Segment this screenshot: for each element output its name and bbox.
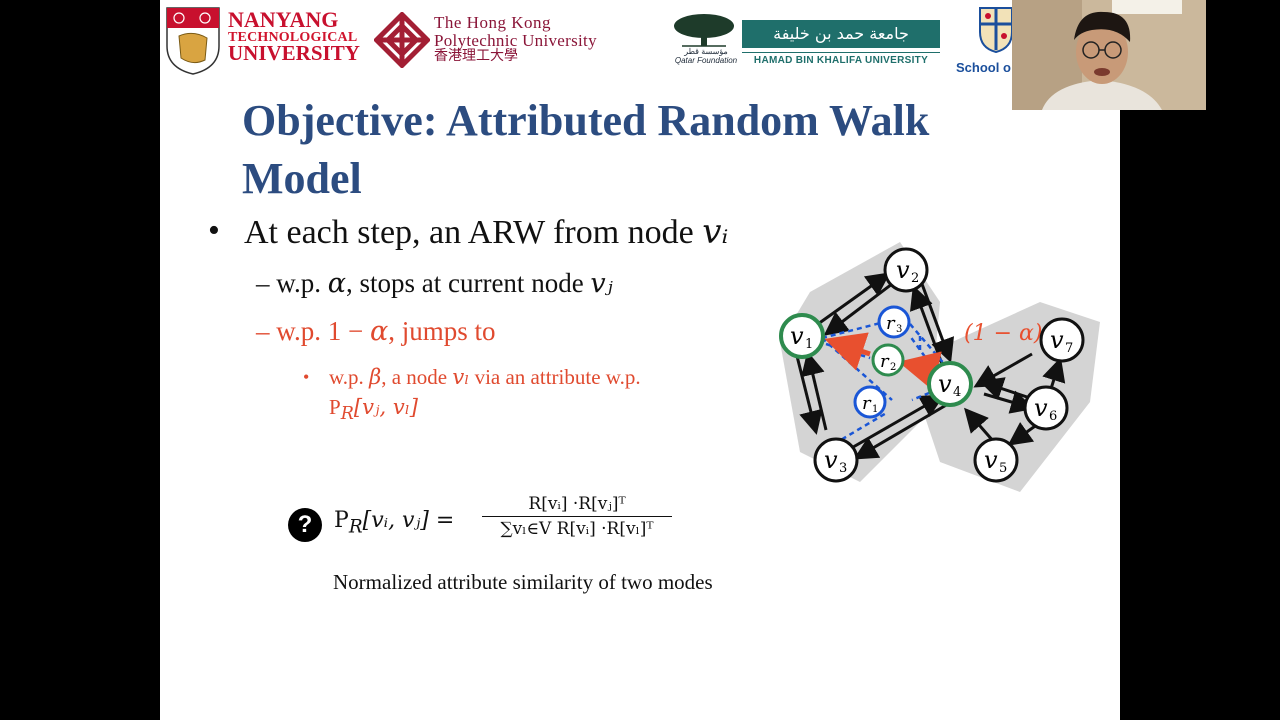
formula-fraction: R[vᵢ] ·R[vⱼ]ᵀ ∑vₗ∈V R[vᵢ] ·R[vₗ]ᵀ bbox=[482, 494, 672, 539]
math-var: β bbox=[369, 365, 382, 389]
polyu-name: The Hong Kong Polytechnic University 香港理… bbox=[434, 13, 597, 64]
hbku-arabic-banner: جامعة حمد بن خليفة bbox=[742, 20, 940, 48]
bullet-text: , a node bbox=[381, 365, 453, 389]
math-var: vₗ bbox=[452, 365, 470, 389]
svg-text:2: 2 bbox=[890, 362, 896, 373]
presenter-video-icon bbox=[1012, 0, 1206, 110]
svg-text:v: v bbox=[790, 322, 804, 350]
math-args: [vⱼ, vₗ] bbox=[353, 395, 418, 419]
ntu-crest-icon bbox=[166, 7, 220, 75]
svg-text:v: v bbox=[824, 446, 838, 474]
qatar-foundation-name: مؤسسة قطر Qatar Foundation bbox=[674, 47, 738, 65]
bullet-text: w.p. bbox=[329, 365, 370, 389]
svg-text:7: 7 bbox=[1065, 341, 1073, 356]
svg-text:6: 6 bbox=[1049, 409, 1057, 424]
math-var: α bbox=[327, 268, 346, 299]
ntu-name: NANYANG TECHNOLOGICAL UNIVERSITY bbox=[228, 7, 360, 66]
graph-edges bbox=[794, 272, 1066, 460]
bullet-dot: • bbox=[303, 367, 310, 387]
svg-text:4: 4 bbox=[953, 385, 961, 400]
svg-text:r: r bbox=[862, 393, 872, 414]
slide-title: Objective: Attributed Random Walk Model bbox=[242, 96, 930, 203]
formula-numerator: R[vᵢ] ·R[vⱼ]ᵀ bbox=[482, 494, 672, 517]
arw-graph-diagram: (1 − α)×β v 2 v 1 v 3 v 4 v 5 v bbox=[779, 242, 1100, 492]
node-r3: r 3 bbox=[877, 305, 911, 339]
bullet-text: , jumps to bbox=[388, 316, 496, 346]
math-var: vᵢ bbox=[702, 212, 729, 252]
bullet-text: At each step, an ARW from node bbox=[244, 214, 703, 251]
svg-text:2: 2 bbox=[911, 271, 919, 286]
svg-text:1: 1 bbox=[872, 404, 878, 415]
slide: NANYANG TECHNOLOGICAL UNIVERSITY The Hon… bbox=[160, 0, 1120, 720]
question-icon: ? bbox=[288, 508, 322, 542]
bullet-text: , stops at current node bbox=[345, 268, 591, 298]
math-var: α bbox=[369, 316, 389, 347]
svg-text:v: v bbox=[1050, 326, 1064, 354]
bullet-text: via an attribute w.p. bbox=[469, 365, 641, 389]
math-expr: P bbox=[329, 395, 341, 419]
bullet-jump: – w.p. 1 − α, jumps to bbox=[256, 316, 495, 347]
formula-caption: Normalized attribute similarity of two m… bbox=[333, 570, 713, 594]
bullet-dot: • bbox=[208, 212, 220, 249]
jump-arrow-to-v1 bbox=[824, 332, 871, 371]
school-name: School o bbox=[956, 60, 1011, 75]
formula-denominator: ∑vₗ∈V R[vᵢ] ·R[vₗ]ᵀ bbox=[500, 519, 654, 539]
school-crest-icon bbox=[979, 7, 1013, 54]
svg-text:3: 3 bbox=[839, 461, 847, 476]
node-r1: r 1 bbox=[853, 385, 887, 419]
svg-text:v: v bbox=[896, 256, 910, 284]
bullet-text: w.p. bbox=[276, 268, 328, 298]
node-v1: v 1 bbox=[779, 313, 825, 359]
math-sub: R bbox=[340, 404, 354, 425]
node-v4: v 4 bbox=[927, 361, 973, 407]
formula-lhs: P bbox=[334, 508, 349, 533]
node-v2: v 2 bbox=[883, 247, 929, 293]
node-r2: r 2 bbox=[871, 343, 905, 377]
logo-bar: NANYANG TECHNOLOGICAL UNIVERSITY The Hon… bbox=[160, 0, 1120, 80]
svg-text:5: 5 bbox=[999, 461, 1007, 476]
polyu-knot-icon bbox=[374, 12, 430, 68]
node-v5: v 5 bbox=[973, 437, 1019, 483]
node-v3: v 3 bbox=[813, 437, 859, 483]
hbku-name: HAMAD BIN KHALIFA UNIVERSITY bbox=[742, 52, 940, 66]
formula-lhs-args: [vᵢ, vⱼ] = bbox=[362, 508, 455, 533]
svg-text:v: v bbox=[984, 446, 998, 474]
qatar-foundation-tree-icon bbox=[674, 14, 734, 47]
svg-text:v: v bbox=[938, 370, 952, 398]
presenter-webcam bbox=[1012, 0, 1206, 110]
bullet-dash: – bbox=[256, 316, 270, 346]
bullet-dash: – bbox=[256, 268, 270, 298]
math-var: vⱼ bbox=[590, 268, 613, 299]
svg-text:3: 3 bbox=[896, 324, 902, 335]
node-v7: v 7 bbox=[1039, 317, 1085, 363]
svg-text:1: 1 bbox=[805, 337, 813, 352]
svg-text:r: r bbox=[886, 313, 896, 334]
bullet-text: w.p. 1 − bbox=[276, 316, 370, 346]
formula-lhs-sub: R bbox=[348, 516, 363, 538]
node-v6: v 6 bbox=[1023, 385, 1069, 431]
bullet-stop: – w.p. α, stops at current node vⱼ bbox=[256, 268, 613, 299]
svg-text:r: r bbox=[880, 351, 890, 372]
svg-text:v: v bbox=[1034, 394, 1048, 422]
